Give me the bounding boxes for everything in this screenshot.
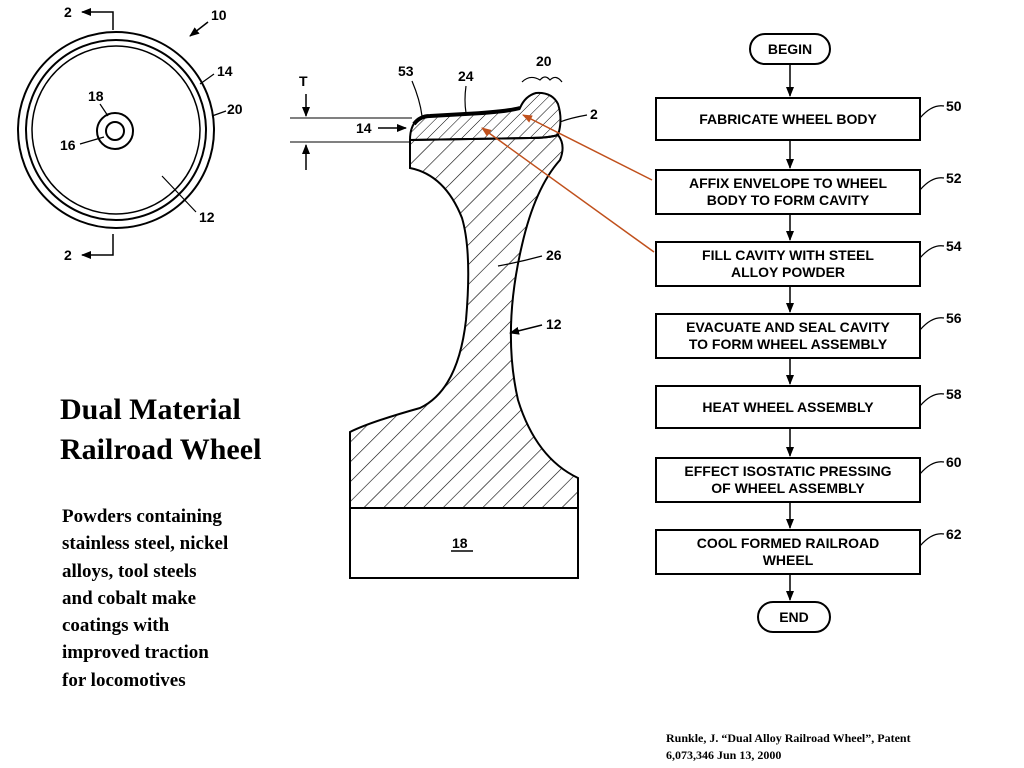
tread-outline [412,106,521,126]
flow-ref-leader-56 [919,317,945,331]
patent-citation: Runkle, J. “Dual Alloy Railroad Wheel”, … [666,730,1006,764]
flow-step-56 [655,313,921,359]
flow-ref-leader-60 [919,461,945,475]
label-14-section: 14 [356,120,372,136]
description-line-6: improved traction [62,642,209,664]
description-line-4: and cobalt make [62,587,197,609]
flow-step-60-line1: EFFECT ISOSTATIC PRESSING [684,463,891,479]
description-line-3: alloys, tool steels [62,560,197,582]
flow-step-56-line2: TO FORM WHEEL ASSEMBLY [689,336,888,352]
flow-step-50-line1: FABRICATE WHEEL BODY [699,111,877,127]
wheel-bore [105,121,125,141]
label-18: 18 [88,88,104,104]
label-T: T [299,73,308,89]
flow-step-60-line2: OF WHEEL ASSEMBLY [711,480,865,496]
flow-step-58-line1: HEAT WHEEL ASSEMBLY [702,399,874,415]
label-10: 10 [211,7,227,23]
leader-26 [497,255,543,267]
annotation-arrow-envelope [522,114,653,181]
section-label-top: 2 [64,4,72,20]
label-12-face: 12 [199,209,215,225]
annotation-arrow-powder [481,127,655,253]
label-53: 53 [398,63,414,79]
wheel-tread-ring [31,45,201,215]
title-line-1: Dual Material [60,393,241,426]
section-marker-bottom [81,234,114,259]
section-label-bottom: 2 [64,247,72,263]
flow-ref-leader-58 [919,393,945,407]
slide-title: Dual Material Railroad Wheel [60,390,320,470]
label-16: 16 [60,137,76,153]
flow-step-54-line1: FILL CAVITY WITH STEEL [702,247,874,263]
description-line-2: stainless steel, nickel [62,533,229,555]
flow-step-52-line1: AFFIX ENVELOPE TO WHEEL [689,175,888,191]
flow-step-62-line2: WHEEL [763,552,814,568]
wheel-hub [96,112,134,150]
flow-step-62 [655,529,921,575]
flow-ref-50: 50 [946,98,962,114]
label-14: 14 [217,63,233,79]
section-marker-top [81,8,114,30]
flow-ref-leader-62 [919,533,945,547]
label-26: 26 [546,247,562,263]
leader-12-face [161,175,197,213]
leader-53 [411,80,423,117]
description-line-7: for locomotives [62,669,186,691]
flow-ref-52: 52 [946,170,962,186]
cross-section-body [349,133,579,509]
leader-14 [199,73,215,85]
leader-2-section [559,114,588,123]
label-20: 20 [227,101,243,117]
process-flowchart: BEGIN FABRICATE WHEEL BODY 50 AFFIX ENVE… [655,33,962,633]
flow-step-56-line1: EVACUATE AND SEAL CAVITY [686,319,890,335]
label-12-section: 12 [546,316,562,332]
hub-base [349,507,579,579]
leader-24 [464,85,467,114]
flow-ref-58: 58 [946,386,962,402]
flow-ref-62: 62 [946,526,962,542]
flow-ref-56: 56 [946,310,962,326]
leader-18 [99,103,109,117]
flow-step-54-line2: ALLOY POWDER [731,264,845,280]
flow-end [757,601,831,633]
flow-step-52 [655,169,921,215]
label-24: 24 [458,68,474,84]
flow-step-60 [655,457,921,503]
description-text: Powders containing stainless steel, nick… [62,503,302,694]
wheel-cross-section: 18 T 14 53 24 20 2 26 12 [290,53,598,579]
citation-line-1: Runkle, J. “Dual Alloy Railroad Wheel”, … [666,731,911,745]
flow-ref-60: 60 [946,454,962,470]
flow-ref-leader-54 [919,245,945,259]
leader-16 [79,136,105,145]
flow-step-58 [655,385,921,429]
flow-ref-leader-50 [919,105,945,119]
label-20-section: 20 [536,53,552,69]
flow-end-label: END [779,609,809,625]
title-line-2: Railroad Wheel [60,433,262,466]
description-line-5: coatings with [62,615,170,637]
label-2-section: 2 [590,106,598,122]
flow-ref-leader-52 [919,177,945,191]
leader-12-section [509,324,543,335]
flow-step-54 [655,241,921,287]
wheel-envelope-ring [25,39,207,221]
leader-10 [189,21,209,37]
leader-20 [211,110,227,117]
flow-step-52-line2: BODY TO FORM CAVITY [707,192,870,208]
flow-step-62-line1: COOL FORMED RAILROAD [697,535,880,551]
wheel-face-view: 2 2 10 14 20 18 16 12 [17,4,243,263]
flange-brace [521,76,563,83]
flow-begin-label: BEGIN [768,41,812,57]
citation-line-2: 6,073,346 Jun 13, 2000 [666,748,782,762]
flow-ref-54: 54 [946,238,962,254]
wheel-outer-rim [17,31,215,229]
annotation-arrows [481,114,655,253]
description-line-1: Powders containing [62,506,222,527]
label-hub-18: 18 [452,535,468,551]
flow-step-50 [655,97,921,141]
